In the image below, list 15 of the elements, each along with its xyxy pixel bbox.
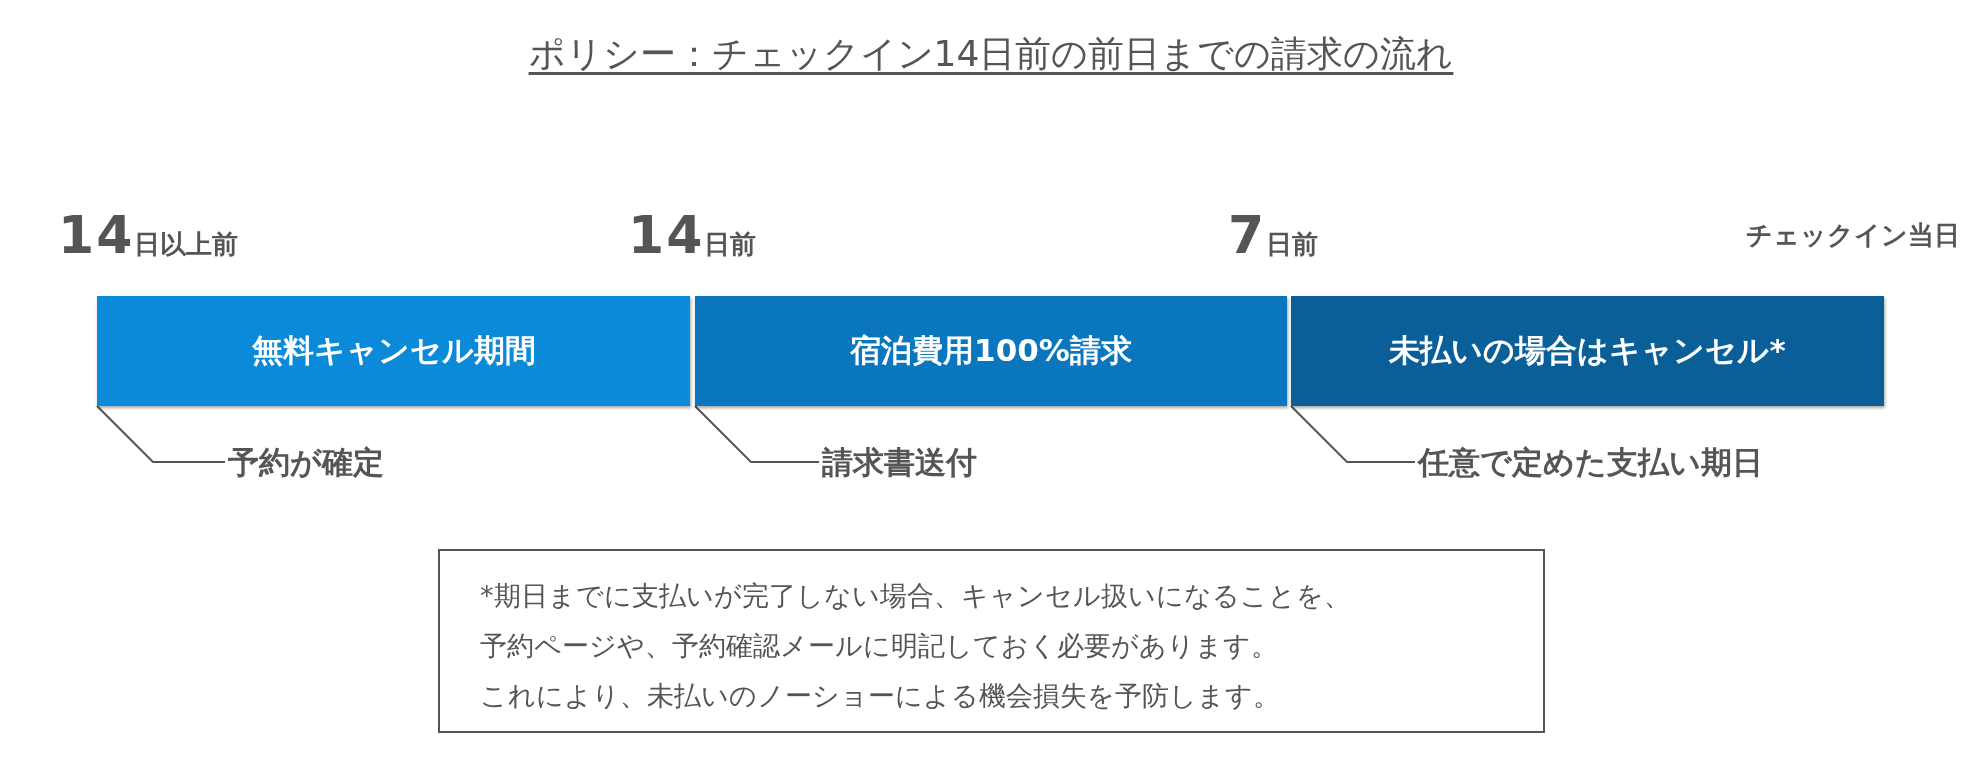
note-text: 予約ページや、予約確認メールに明記しておく必要があります。	[480, 629, 1279, 663]
timeline-bar: 無料キャンセル期間	[97, 296, 690, 406]
callout-text: 請求書送付	[822, 442, 977, 482]
timeline-bar: 宿泊費用100%請求	[695, 296, 1287, 406]
note-text: これにより、未払いのノーショーによる機会損失を予防します。	[480, 679, 1281, 713]
timeline-bar: 未払いの場合はキャンセル*	[1291, 296, 1884, 406]
note-box	[438, 549, 1545, 733]
leader-line	[96, 405, 226, 463]
leader-line	[694, 405, 820, 463]
callout-text: 予約が確定	[228, 442, 384, 482]
diagram-title: ポリシー：チェックイン14日前の前日までの請求の流れ	[528, 33, 1454, 74]
callout-text: 任意で定めた支払い期日	[1418, 442, 1763, 482]
timeline-label: チェックイン当日	[1746, 219, 1960, 252]
leader-line	[1290, 405, 1416, 463]
note-text: *期日までに支払いが完了しない場合、キャンセル扱いになることを、	[480, 579, 1352, 613]
